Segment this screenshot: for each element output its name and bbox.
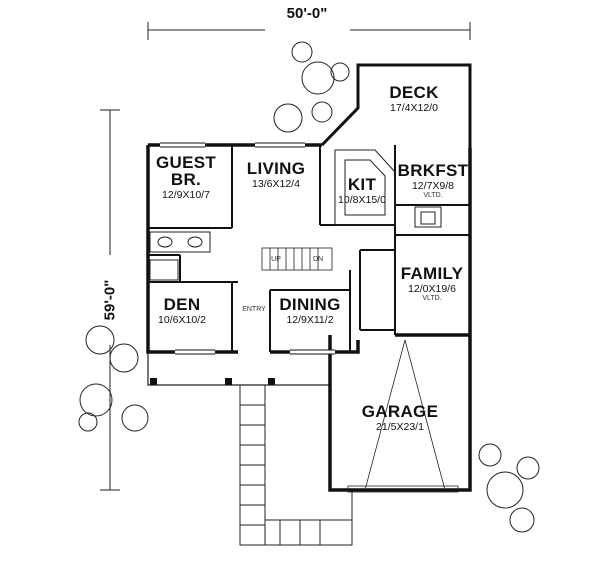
room-name: FAMILY xyxy=(400,264,464,283)
room-dining: DINING 12/9X11/2 xyxy=(279,296,340,326)
room-name: DEN xyxy=(163,295,201,314)
kitchen-counters xyxy=(334,149,396,226)
front-walk xyxy=(239,385,353,546)
tree-icons xyxy=(78,41,540,533)
room-name: DINING xyxy=(279,295,341,314)
porch xyxy=(147,352,330,386)
depth-dimension: 59'-0" xyxy=(101,279,119,321)
windows xyxy=(160,143,335,354)
room-name: BRKFST xyxy=(397,161,469,180)
room-size: 12/9X10/7 xyxy=(162,189,210,201)
room-size: 13/6X12/4 xyxy=(252,178,300,190)
room-guest-br: GUEST BR. 12/9X10/7 xyxy=(156,154,216,201)
deck-outline xyxy=(320,63,472,148)
room-note: VLTD. xyxy=(423,191,443,199)
stairs xyxy=(261,247,333,271)
room-name: DECK xyxy=(389,83,439,102)
room-name: KIT xyxy=(347,175,377,194)
room-size: 21/5X23/1 xyxy=(376,421,424,433)
room-family: FAMILY 12/0X19/6 VLTD. xyxy=(401,265,464,302)
bath-fixtures xyxy=(149,231,211,281)
room-size: 10/6X10/2 xyxy=(158,314,206,326)
room-name: LIVING xyxy=(246,159,306,178)
garage-ceiling-lines xyxy=(347,339,459,493)
room-den: DEN 10/6X10/2 xyxy=(158,296,206,326)
room-deck: DECK 17/4X12/0 xyxy=(389,84,438,114)
room-size: 12/0X19/6 xyxy=(408,283,456,295)
room-living: LIVING 13/6X12/4 xyxy=(247,160,305,190)
fireplace xyxy=(414,206,442,228)
room-name-line2: BR. xyxy=(170,170,202,189)
stair-down-label: DN xyxy=(312,256,324,263)
room-size: 17/4X12/0 xyxy=(390,102,438,114)
stair-up-label: UP xyxy=(271,256,281,263)
room-kit: KIT 10/8X15/0 xyxy=(338,176,386,206)
room-name: GUEST xyxy=(155,153,217,172)
room-name: GARAGE xyxy=(361,402,439,421)
room-size: 12/7X9/8 xyxy=(411,180,455,192)
room-note: VLTD. xyxy=(422,294,442,302)
room-size: 10/8X15/0 xyxy=(338,194,386,206)
width-dimension: 50'-0" xyxy=(286,5,328,22)
room-size: 12/9X11/2 xyxy=(286,314,334,326)
room-garage: GARAGE 21/5X23/1 xyxy=(362,403,438,433)
entry-label: ENTRY xyxy=(242,306,266,313)
room-brkfst: BRKFST 12/7X9/8 VLTD. xyxy=(398,162,469,199)
porch-columns xyxy=(150,378,275,385)
